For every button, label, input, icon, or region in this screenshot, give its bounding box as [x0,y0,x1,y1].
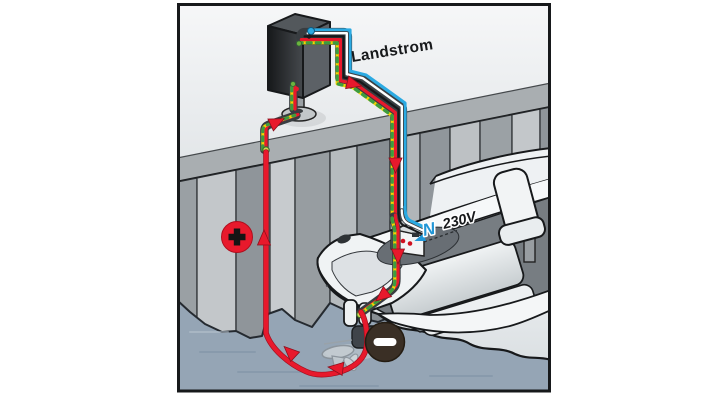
negative-terminal-badge [364,321,406,363]
charger-terminal [400,238,406,244]
windshield-frame [429,155,549,185]
seat-pedestal [523,237,536,263]
galvanic-current-underwater-path [263,149,370,377]
illustration-frame [177,3,551,393]
foredeck [430,148,549,216]
leader-line [423,229,458,243]
plug-knob-blue [307,27,315,35]
plus-icon [228,228,246,246]
neutral-wire-blue [309,28,407,209]
starboard-gunwale [377,289,549,334]
minus-icon [373,338,397,346]
piling [196,169,237,346]
helm-seat [492,167,546,246]
wire-white [306,32,403,212]
charger-terminal [407,241,413,246]
positive-terminal-badge [221,221,253,253]
motorboat [316,147,549,377]
windshield-frame [435,147,549,177]
water-streaks [189,331,493,387]
stern-cleat [337,234,351,244]
